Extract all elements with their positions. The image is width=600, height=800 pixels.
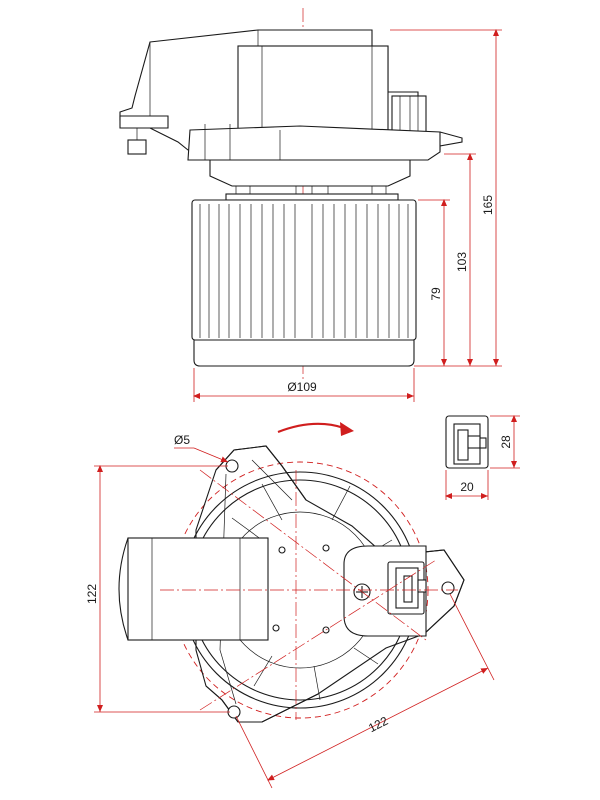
dim-mount-height: 122 (85, 584, 99, 604)
dim-mount-span: 122 (366, 714, 390, 736)
top-view: Ø5 122 122 (85, 422, 495, 789)
side-view: 165 103 79 Ø109 (119, 8, 502, 402)
connector-detail: 28 20 (445, 415, 520, 500)
dim-hole-diameter: Ø5 (174, 433, 190, 447)
dim-height-rotor-top: 103 (455, 252, 469, 272)
dim-rotor-diameter: Ø109 (287, 380, 317, 394)
dim-connector-width: 20 (460, 480, 474, 494)
rotation-arrow-icon (277, 422, 345, 434)
dim-connector-height: 28 (499, 435, 513, 449)
dim-height-rotor: 79 (429, 287, 443, 301)
rotor-blades (199, 204, 409, 338)
dim-height-total: 165 (481, 195, 495, 215)
